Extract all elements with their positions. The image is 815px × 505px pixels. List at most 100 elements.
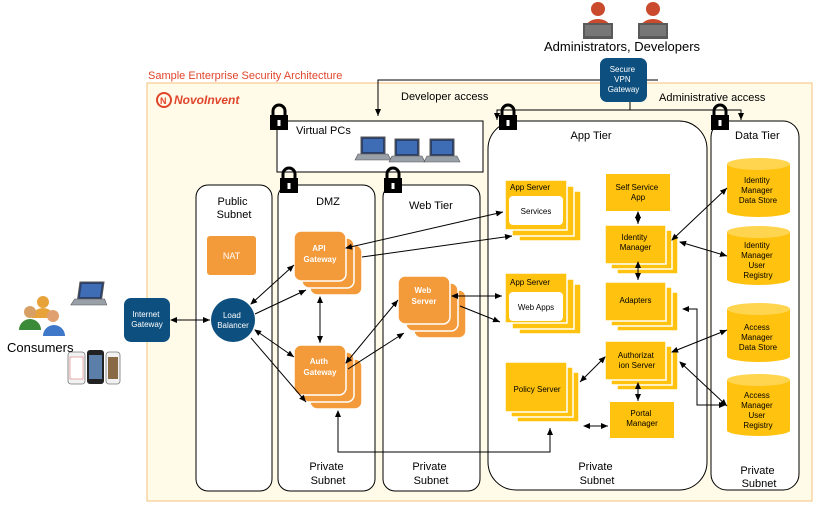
web-tier-footer-2: Subnet — [414, 475, 449, 487]
store-3-label-3: Data Store — [739, 343, 778, 352]
identity-manager-user-registry: Identity Manager User Registry — [727, 226, 790, 285]
lb-to-api-b — [254, 289, 307, 315]
svg-text:Private Subnet: Private Subnet — [740, 465, 777, 490]
authorization-server: Authorizat ion Server — [604, 340, 679, 391]
auth-to-policy-loop — [335, 410, 553, 453]
virtual-pcs-label: Virtual PCs — [296, 125, 351, 137]
svg-text:N: N — [160, 96, 167, 106]
adapters: Adapters — [604, 281, 679, 332]
api-to-services-b — [361, 233, 513, 258]
app-server-services: App Server Services — [504, 179, 582, 242]
svg-text:Access Manager Dat: Access Manager Data Store — [739, 323, 778, 352]
internet-gateway — [124, 298, 170, 342]
vpn-gateway — [600, 58, 647, 102]
data-tier-footer-1: Private — [740, 465, 774, 477]
api-gateway: API Gateway — [293, 230, 363, 296]
nat-label: NAT — [223, 251, 241, 261]
admins-label: Administrators, Developers — [544, 39, 701, 54]
admin-to-app-tier — [494, 109, 630, 120]
store-2-label-3: User — [748, 261, 765, 270]
app-server-1-inner: Services — [521, 207, 552, 216]
consumers-icon — [19, 296, 65, 336]
store-4-label-1: Access — [744, 391, 770, 400]
laptop-icon — [70, 281, 111, 306]
idm-to-store2 — [679, 240, 728, 257]
auth-gateway-label-2: Gateway — [304, 368, 337, 377]
internet-gateway-label-1: Internet — [132, 310, 160, 319]
adapters-to-access-stores — [682, 306, 726, 408]
dmz-footer-2: Subnet — [311, 475, 346, 487]
lb-to-api-a — [250, 264, 295, 305]
developer-access-line — [375, 79, 600, 116]
web-server-label-2: Server — [412, 297, 437, 306]
web-tier-title: Web Tier — [409, 200, 453, 212]
store-1-label-1: Identity — [744, 176, 770, 185]
svg-text:Identity Manager: Identity Manager — [620, 233, 652, 252]
policy-server-label: Policy Server — [513, 385, 560, 394]
public-subnet-title-2: Subnet — [217, 209, 252, 221]
api-gateway-label-1: API — [312, 244, 325, 253]
store-4-label-4: Registry — [743, 421, 772, 430]
store-2-label-4: Registry — [743, 271, 772, 280]
lb-to-auth-a — [254, 329, 295, 358]
app-server-2-title: App Server — [510, 278, 550, 287]
svg-text:Private Subnet: Private Subnet — [412, 461, 449, 487]
app-tier-footer-2: Subnet — [580, 475, 615, 487]
connectors — [170, 79, 744, 453]
store-1-label-3: Data Store — [739, 196, 778, 205]
auth-to-web-b — [347, 332, 405, 370]
store-1-label-2: Manager — [741, 186, 773, 195]
web-to-webapps-b — [459, 305, 501, 323]
auth-gateway-label-1: Auth — [310, 357, 328, 366]
svg-text:Private Subnet: Private Subnet — [309, 461, 346, 487]
portal-manager-label-2: Manager — [626, 419, 658, 428]
svg-text:Private Subnet: Private Subnet — [578, 461, 615, 487]
web-server: Web Server — [397, 275, 467, 339]
idm-to-store1 — [671, 187, 728, 241]
svg-text:Portal Manager: Portal Manager — [626, 409, 658, 428]
svg-text:Identity Manager D: Identity Manager Data Store — [739, 176, 778, 205]
admin-to-data-tier — [629, 102, 744, 120]
vpn-label-3: Gateway — [608, 85, 640, 94]
load-balancer-label-2: Balancer — [217, 321, 249, 330]
lb-to-auth-b — [250, 337, 307, 403]
load-balancer — [211, 298, 255, 342]
vpn-label-1: Secure — [610, 65, 636, 74]
store-2-label-1: Identity — [744, 241, 770, 250]
auth-to-web — [345, 299, 399, 364]
app-tier-footer-1: Private — [578, 461, 612, 473]
identity-manager-label-1: Identity — [621, 233, 647, 242]
developer-icon — [638, 2, 668, 39]
administrator-icon — [583, 2, 613, 39]
administrative-access-label: Administrative access — [659, 92, 766, 104]
developer-access-label: Developer access — [401, 91, 489, 103]
portal-manager: Portal Manager — [610, 402, 674, 438]
nat-box — [207, 236, 256, 275]
auth-gateway: Auth Gateway — [293, 344, 363, 410]
svg-text:Access Manager Use: Access Manager User Registry — [741, 391, 775, 430]
store-3-label-2: Manager — [741, 333, 773, 342]
svg-text:API Gateway: API Gateway — [304, 244, 337, 264]
load-balancer-label-1: Load — [223, 311, 241, 320]
identity-manager-data-store: Identity Manager Data Store — [727, 158, 790, 217]
authorization-server-label-2: ion Server — [619, 361, 656, 370]
store-4-label-2: Manager — [741, 401, 773, 410]
novoinvent-logo: N NovoInvent — [156, 92, 240, 108]
store-3-label-1: Access — [744, 323, 770, 332]
svg-text:Identity Manager U: Identity Manager User Registry — [741, 241, 775, 280]
store-2-label-2: Manager — [741, 251, 773, 260]
adapters-label: Adapters — [619, 296, 651, 305]
identity-manager: Identity Manager — [604, 224, 679, 275]
self-service-label-2: App — [631, 193, 646, 202]
identity-manager-label-2: Manager — [620, 243, 652, 252]
svg-text:Load Balancer: Load Balancer — [217, 311, 249, 330]
self-service-app: Self Service App — [606, 174, 670, 211]
policy-server: Policy Server — [504, 361, 580, 423]
api-gateway-label-2: Gateway — [304, 255, 337, 264]
app-server-webapps: App Server Web Apps — [504, 272, 582, 335]
web-server-label-1: Web — [415, 286, 432, 295]
app-server-1-title: App Server — [510, 183, 550, 192]
mobile-devices-icon — [67, 350, 121, 385]
web-tier-footer-1: Private — [412, 461, 446, 473]
